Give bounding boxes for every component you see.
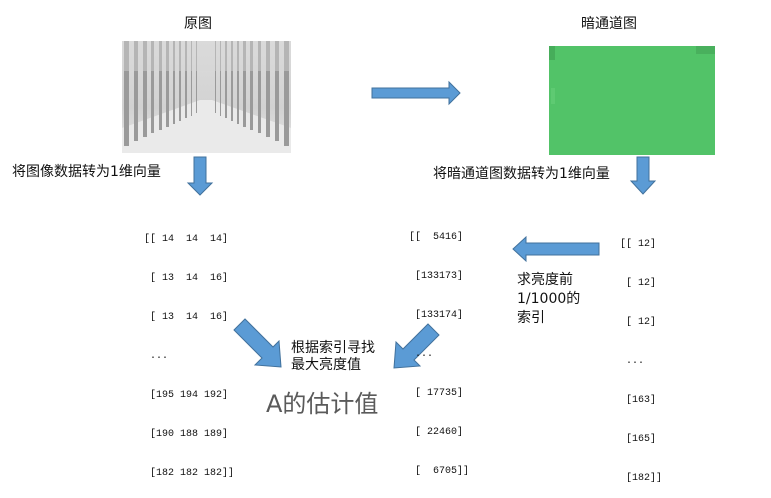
arrow-down-original bbox=[186, 156, 214, 196]
lookup-line: 根据索引寻找 bbox=[291, 340, 375, 356]
array-line: [165] bbox=[620, 434, 657, 445]
indices-array: [[ 5416] [133173] [133174] ... [ 17735] … bbox=[409, 205, 469, 491]
lookup-label: 根据索引寻找 最大亮度值 bbox=[291, 340, 375, 374]
array-line: [195 194 192] bbox=[144, 390, 229, 401]
array-line: [ 13 14 16] bbox=[144, 273, 229, 284]
arrow-left bbox=[512, 235, 600, 263]
array-line: [182 182 182]] bbox=[144, 468, 235, 479]
lookup-line: 最大亮度值 bbox=[291, 357, 361, 373]
sort-top-label: 求亮度前 1/1000的 索引 bbox=[517, 271, 580, 328]
arrow-down-dark bbox=[629, 156, 657, 195]
array-line: [[ 12] bbox=[620, 239, 657, 250]
diagram-canvas bbox=[122, 41, 715, 369]
array-line: [ 17735] bbox=[409, 388, 464, 399]
dark-channel-title: 暗通道图 bbox=[581, 16, 637, 32]
sort-top-line: 1/1000的 bbox=[517, 291, 581, 307]
original-rgb-array: [[ 14 14 14] [ 13 14 16] [ 13 14 16] ...… bbox=[144, 207, 234, 493]
array-line: [182]] bbox=[620, 473, 663, 484]
array-line: [133173] bbox=[409, 271, 464, 282]
array-line: [163] bbox=[620, 395, 657, 406]
sort-top-line: 求亮度前 bbox=[517, 272, 573, 288]
array-line: [ 6705]] bbox=[409, 466, 470, 477]
sort-top-line: 索引 bbox=[517, 310, 545, 326]
array-line: [ 12] bbox=[620, 278, 657, 289]
array-line: ... bbox=[620, 356, 645, 367]
array-line: [190 188 189] bbox=[144, 429, 229, 440]
arrow-right bbox=[371, 80, 461, 106]
flatten-dark-label: 将暗通道图数据转为1维向量 bbox=[433, 166, 610, 182]
array-line: [133174] bbox=[409, 310, 464, 321]
dark-flat-array: [[ 12] [ 12] [ 12] ... [163] [165] [182]… bbox=[620, 212, 662, 498]
original-title: 原图 bbox=[184, 16, 212, 32]
array-line: ... bbox=[144, 351, 169, 362]
original-image bbox=[122, 41, 291, 153]
array-line: [ 12] bbox=[620, 317, 657, 328]
array-line: ... bbox=[409, 349, 434, 360]
arrow-diagonal-left bbox=[233, 318, 282, 368]
dark-channel-image bbox=[549, 46, 715, 155]
array-line: [ 13 14 16] bbox=[144, 312, 229, 323]
flatten-original-label: 将图像数据转为1维向量 bbox=[12, 164, 161, 180]
array-line: [[ 14 14 14] bbox=[144, 234, 229, 245]
result-label: A的估计值 bbox=[266, 390, 379, 418]
arrow-diagonal-right bbox=[393, 323, 440, 369]
array-line: [[ 5416] bbox=[409, 232, 464, 243]
